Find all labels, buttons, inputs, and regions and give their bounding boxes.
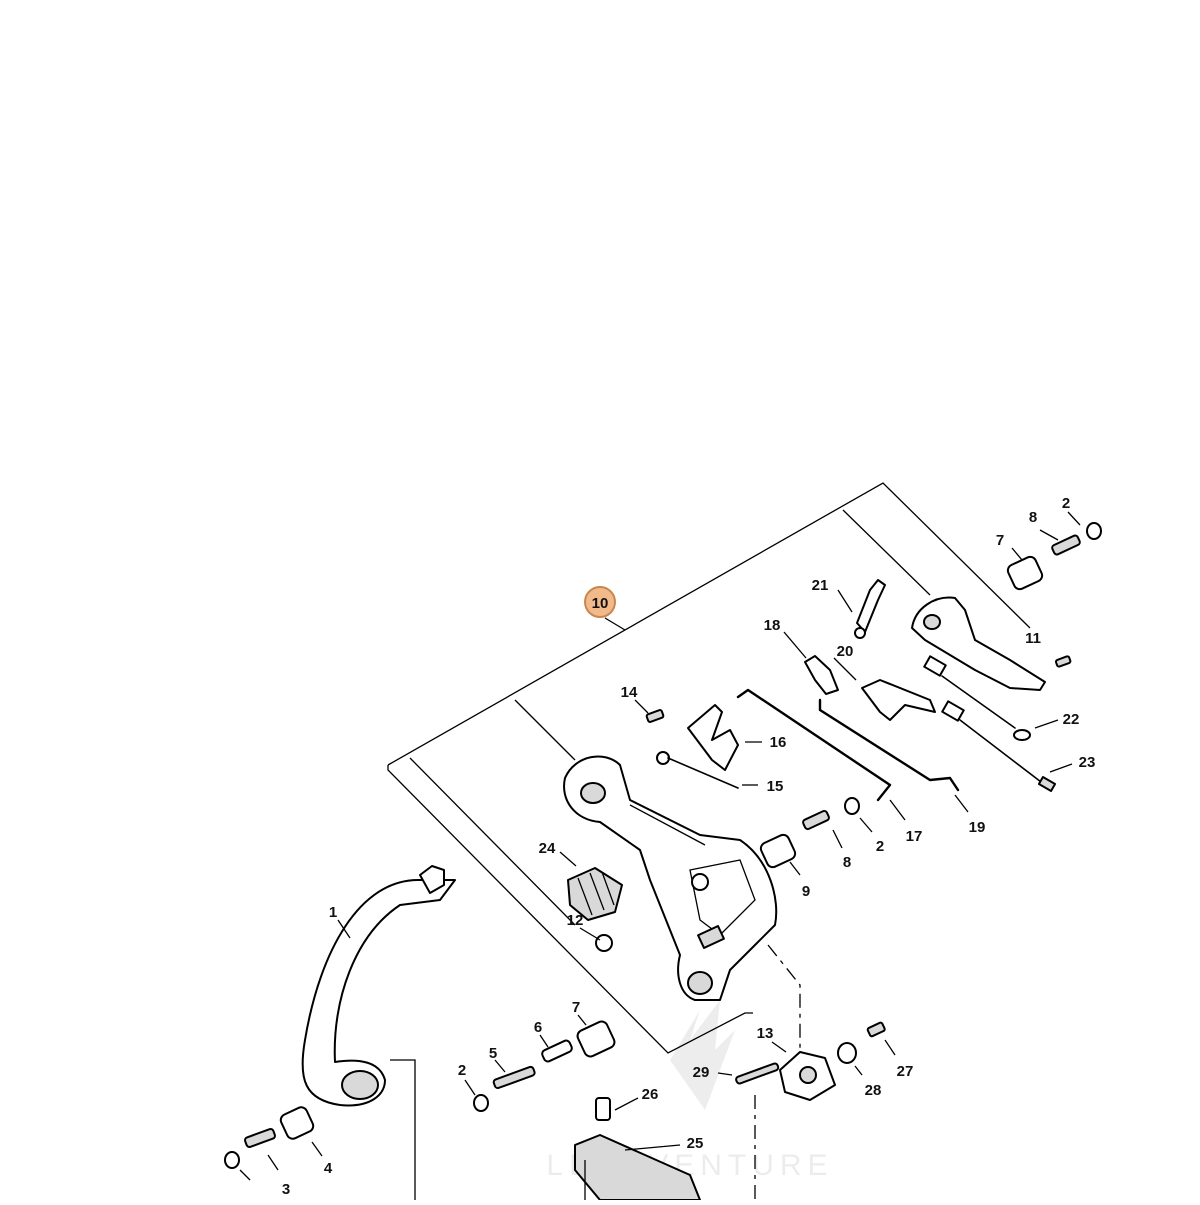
part-20 bbox=[861, 679, 936, 721]
callout-17[interactable]: 17 bbox=[906, 828, 923, 845]
callout-2-middle[interactable]: 2 bbox=[876, 838, 884, 855]
callout-12[interactable]: 12 bbox=[567, 912, 584, 929]
part-29 bbox=[735, 1062, 780, 1085]
part-lower-mount bbox=[473, 1020, 616, 1112]
callout-7-upper[interactable]: 7 bbox=[996, 532, 1004, 549]
part-23 bbox=[941, 700, 1057, 792]
callout-4[interactable]: 4 bbox=[324, 1160, 333, 1177]
part-18 bbox=[804, 655, 839, 695]
callout-10-highlighted[interactable]: 10 bbox=[584, 586, 616, 618]
part-12 bbox=[595, 934, 613, 952]
callout-8-middle[interactable]: 8 bbox=[843, 854, 851, 871]
part-27 bbox=[866, 1021, 886, 1038]
callout-19[interactable]: 19 bbox=[969, 819, 986, 836]
part-15 bbox=[656, 751, 739, 789]
part-14 bbox=[645, 709, 665, 723]
callout-14[interactable]: 14 bbox=[621, 684, 638, 701]
callout-20[interactable]: 20 bbox=[837, 643, 854, 660]
callout-2-upper[interactable]: 2 bbox=[1062, 495, 1070, 512]
callout-26[interactable]: 26 bbox=[642, 1086, 659, 1103]
callout-highlight-circle bbox=[584, 586, 616, 618]
callout-10[interactable]: 10 bbox=[592, 595, 609, 612]
callout-18[interactable]: 18 bbox=[764, 617, 781, 634]
part-11 bbox=[911, 596, 1046, 691]
part-13 bbox=[779, 1051, 836, 1101]
callout-1[interactable]: 1 bbox=[329, 904, 337, 921]
callout-7-lower[interactable]: 7 bbox=[572, 999, 580, 1016]
callout-5[interactable]: 5 bbox=[489, 1045, 497, 1062]
leader-lines bbox=[239, 511, 1081, 1181]
assembly-frame bbox=[387, 482, 1031, 1054]
watermark-flame-icon bbox=[670, 1000, 735, 1110]
callout-8-upper[interactable]: 8 bbox=[1029, 509, 1037, 526]
axis-lines bbox=[754, 944, 801, 1200]
part-28 bbox=[837, 1042, 857, 1064]
callout-28[interactable]: 28 bbox=[865, 1082, 882, 1099]
callout-21[interactable]: 21 bbox=[812, 577, 829, 594]
callout-3[interactable]: 3 bbox=[282, 1181, 290, 1198]
callout-labels: 1 3 4 2 5 6 7 12 24 14 15 16 18 20 21 7 … bbox=[282, 495, 1096, 1198]
part-22 bbox=[923, 655, 1031, 741]
callout-2-lower[interactable]: 2 bbox=[458, 1062, 466, 1079]
part-26 bbox=[595, 1097, 611, 1121]
part-front-handle bbox=[301, 865, 456, 1200]
callout-15[interactable]: 15 bbox=[767, 778, 784, 795]
callout-23[interactable]: 23 bbox=[1079, 754, 1096, 771]
part-rear-handle-housing bbox=[563, 755, 778, 1001]
callout-9[interactable]: 9 bbox=[802, 883, 810, 900]
part-19 bbox=[818, 698, 960, 792]
part-16 bbox=[687, 704, 739, 771]
callout-29[interactable]: 29 bbox=[693, 1064, 710, 1081]
callout-22[interactable]: 22 bbox=[1063, 711, 1080, 728]
part-middle-mount bbox=[759, 797, 860, 869]
part-21 bbox=[854, 579, 886, 639]
part-17 bbox=[736, 688, 892, 802]
part-upper-mount bbox=[1006, 522, 1102, 668]
callout-25[interactable]: 25 bbox=[687, 1135, 704, 1152]
callout-24[interactable]: 24 bbox=[539, 840, 556, 857]
callout-27[interactable]: 27 bbox=[897, 1063, 914, 1080]
callout-16[interactable]: 16 bbox=[770, 734, 787, 751]
callout-11[interactable]: 11 bbox=[1025, 630, 1041, 647]
part-24 bbox=[567, 867, 623, 921]
part-left-mount bbox=[224, 1106, 315, 1169]
callout-6[interactable]: 6 bbox=[534, 1019, 542, 1036]
callout-13[interactable]: 13 bbox=[757, 1025, 774, 1042]
